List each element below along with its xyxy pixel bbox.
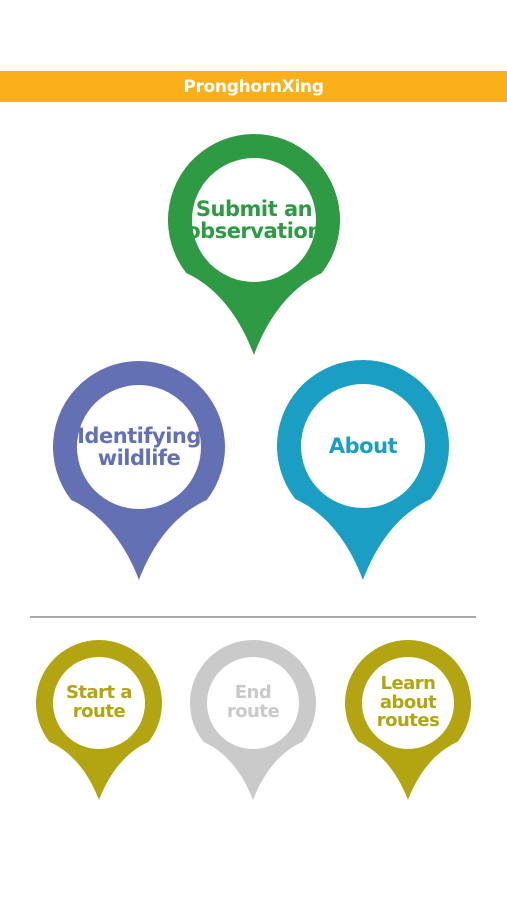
map-pin-icon (190, 640, 316, 800)
end-route-button[interactable]: End route (188, 638, 318, 802)
app-title: PronghornXing (183, 76, 324, 97)
pin-center (301, 384, 425, 508)
start-route-button[interactable]: Start a route (34, 638, 164, 802)
map-pin-icon (277, 360, 449, 580)
section-divider (30, 616, 476, 618)
identifying-wildlife-button[interactable]: Identifying wildlife (51, 359, 227, 582)
app-header: PronghornXing (0, 71, 507, 102)
end-route-label: End route (226, 682, 280, 722)
map-pin-icon (36, 640, 162, 800)
about-label: About (328, 433, 398, 458)
submit-observation-label: Submit an observation (186, 196, 322, 243)
map-pin-icon (168, 134, 340, 355)
map-pin-icon (53, 361, 226, 580)
about-button[interactable]: About (275, 358, 451, 582)
learn-routes-label: Learn about routes (376, 672, 440, 732)
pin-center (77, 385, 201, 509)
pin-center (362, 657, 454, 749)
learn-routes-button[interactable]: Learn about routes (343, 638, 473, 802)
pin-center (53, 657, 145, 749)
pin-center (192, 158, 316, 282)
submit-observation-button[interactable]: Submit an observation (166, 132, 342, 357)
map-pin-icon (345, 640, 471, 800)
start-route-label: Start a route (65, 682, 133, 722)
identifying-wildlife-label: Identifying wildlife (77, 423, 201, 470)
pin-center (207, 657, 299, 749)
